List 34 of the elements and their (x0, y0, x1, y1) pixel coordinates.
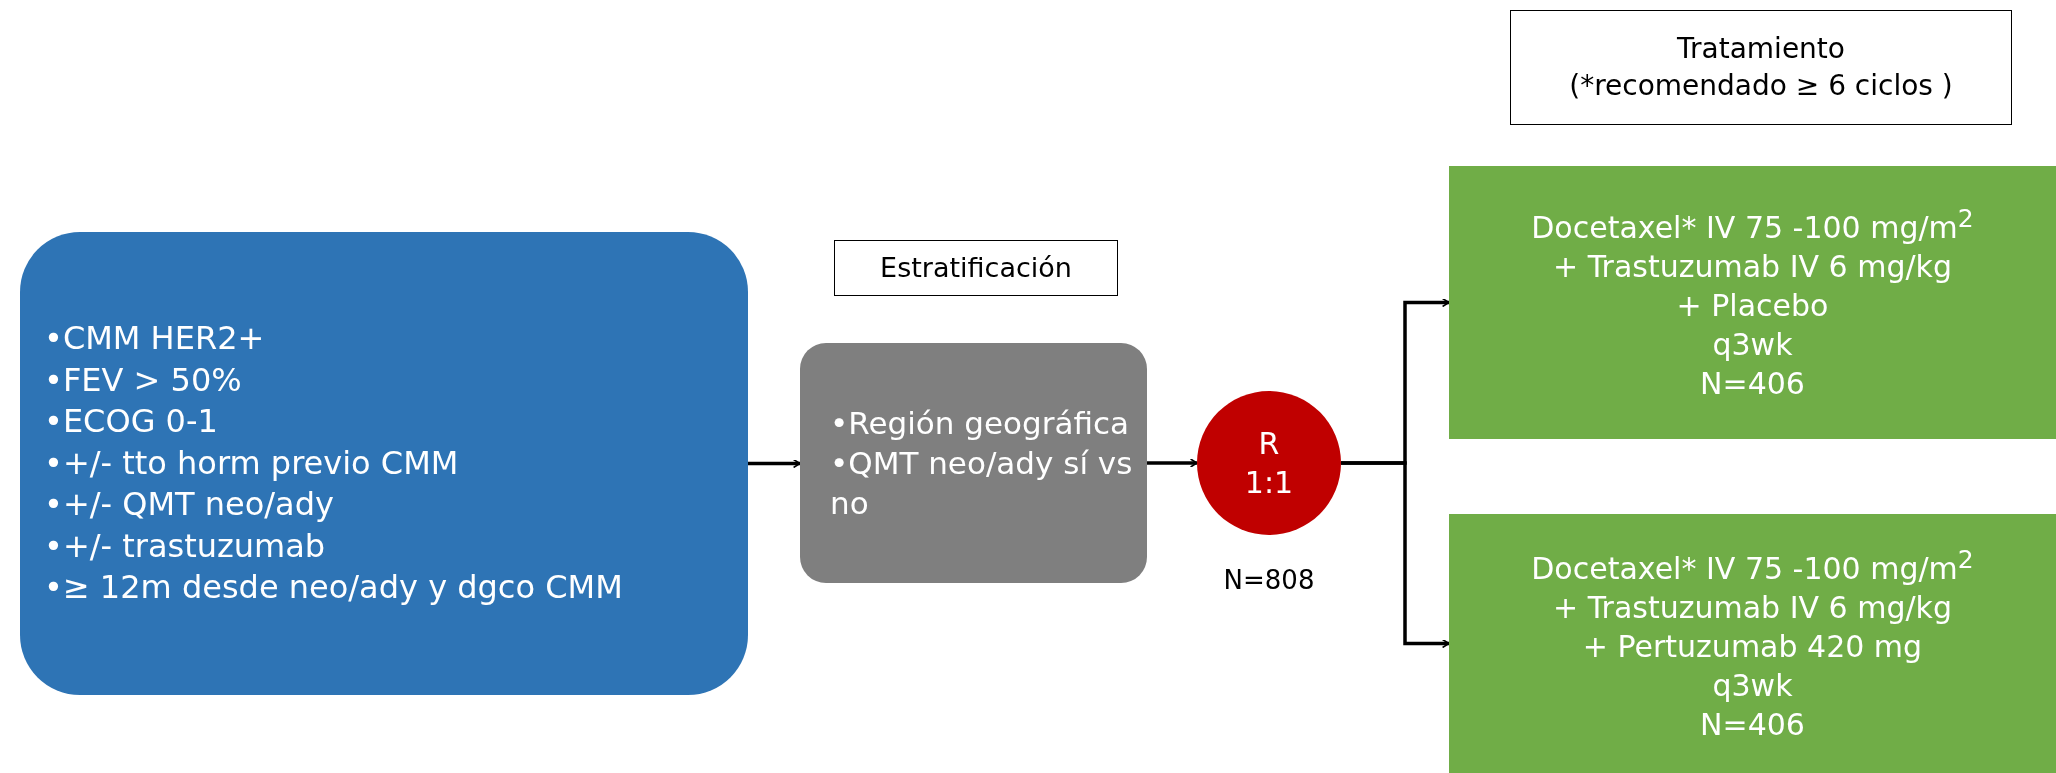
arrow (1341, 461, 1450, 649)
node-text: •+/- trastuzumab (44, 525, 326, 567)
node-text: Docetaxel* IV 75 -100 mg/m$^{2}$ (1531, 202, 1974, 247)
node-text: N=406 (1700, 705, 1805, 744)
arrow (748, 458, 801, 469)
stratification-box (800, 343, 1147, 583)
node-text: 1:1 (1244, 464, 1294, 502)
node-text: •+/- QMT neo/ady (44, 484, 334, 526)
heading-text: Tratamiento (1677, 31, 1845, 68)
sample-size-label: N=808 (1222, 565, 1316, 595)
node-text: + Trastuzumab IV 6 mg/kg (1553, 588, 1952, 627)
heading-text: (*recomendado ≥ 6 ciclos ) (1569, 67, 1953, 104)
node-text: •CMM HER2+ (44, 317, 265, 359)
arrow (1147, 458, 1198, 468)
node-text: •FEV > 50% (44, 359, 242, 401)
node-text: + Pertuzumab 420 mg (1582, 627, 1923, 666)
node-text: + Placebo (1676, 286, 1829, 325)
node-text: •≥ 12m desde neo/ady y dgco CMM (44, 567, 623, 609)
heading-text: Estratificación (880, 251, 1072, 286)
node-text: •+/- tto horm previo CMM (44, 442, 459, 484)
node-text: q3wk (1712, 666, 1793, 705)
treatment-box (1449, 166, 2056, 439)
node-text: N=406 (1700, 364, 1805, 403)
node-text: q3wk (1712, 325, 1793, 364)
treatment-box (1449, 514, 2056, 773)
node-text: •ECOG 0-1 (44, 401, 218, 443)
node-text: Docetaxel* IV 75 -100 mg/m$^{2}$ (1531, 543, 1974, 588)
heading-box (1510, 10, 2012, 125)
node-text: •Región geográfica (830, 403, 1129, 443)
node-text: + Trastuzumab IV 6 mg/kg (1553, 247, 1952, 286)
criteria-box (20, 232, 748, 695)
heading-box (834, 240, 1118, 296)
node-text: •QMT neo/ady sí vs no (830, 443, 1134, 524)
node-text: R (1258, 425, 1280, 463)
